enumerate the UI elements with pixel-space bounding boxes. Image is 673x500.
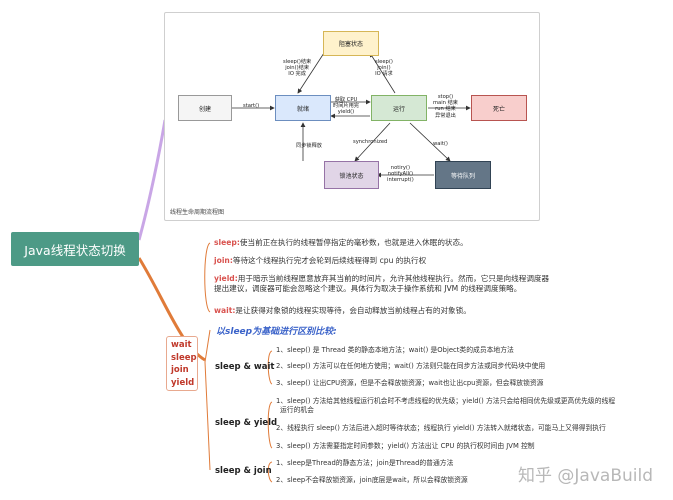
- state-running-label: 运行: [392, 105, 405, 113]
- state-dead-label: 死亡: [492, 105, 505, 113]
- label-running-blocked: sleep() join() IO 请求: [375, 59, 393, 78]
- item-line: 1、sleep() 方法给其他线程运行机会时不考虑线程的优先级；yield() …: [276, 397, 616, 405]
- branch-to-diagram: [137, 119, 167, 241]
- group-sleep-yield: sleep & yield: [215, 418, 278, 428]
- state-waiting-label: 等待队列: [450, 172, 475, 180]
- item-sleep-yield-3: 3、sleep() 方法需要指定时间参数；yield() 方法出让 CPU 的执…: [276, 442, 535, 450]
- label-running-dead: stop() main 结束 run 结束 异常退出: [433, 94, 458, 119]
- state-dead: 死亡: [471, 95, 527, 121]
- label-line: 获取 CPU: [334, 97, 358, 103]
- item-sleep-yield-1: 1、sleep() 方法给其他线程运行机会时不考虑线程的优先级；yield() …: [276, 397, 615, 415]
- diagram-caption: 线程生命周期流程图: [170, 209, 225, 216]
- label-line: IO 请求: [375, 71, 393, 78]
- arrow-running-waiting: [409, 122, 451, 162]
- label-line: run 结束: [435, 106, 456, 113]
- state-blocked: 阻塞状态: [323, 31, 379, 56]
- item-sleep-wait-3: 3、sleep() 让出CPU资源，但是不会释放锁资源；wait也让出cpu资源…: [276, 379, 544, 387]
- label-line: notifyAll(): [387, 171, 414, 178]
- item-line: 运行的机会: [280, 406, 314, 414]
- method-sleep: sleep: [171, 352, 197, 363]
- arrow-running-blocked: [369, 52, 396, 94]
- state-blocked-label: 阻塞状态: [338, 41, 363, 48]
- method-wait: wait: [171, 340, 192, 350]
- label-line: notiry(): [390, 165, 410, 171]
- state-new: 创建: [178, 95, 232, 121]
- label-running-waiting: wait(): [433, 141, 448, 147]
- item-sleep-join-1: 1、sleep是Thread的静态方法；join是Thread的普通方法: [276, 459, 454, 467]
- state-ready: 就绪: [275, 95, 331, 121]
- method-yield: yield: [171, 377, 195, 388]
- label-line: 时间片用完: [333, 103, 359, 110]
- desc-yield: yield:用于暗示当前线程愿意放弃其当前的时间片，允许其他线程执行。然而，它只…: [214, 274, 549, 294]
- desc-text: 使当前正在执行的线程暂停指定的毫秒数，也就是进入休眠的状态。: [239, 238, 468, 247]
- label-locked-ready: 同步锁释放: [296, 143, 322, 149]
- desc-sleep: sleep:使当前正在执行的线程暂停指定的毫秒数，也就是进入休眠的状态。: [214, 238, 468, 248]
- bracket-descriptions: [204, 242, 211, 313]
- label-line: yield(): [337, 109, 355, 116]
- arrow-running-locked: [354, 122, 391, 162]
- diagram-arrows: [231, 52, 471, 178]
- state-running: 运行: [371, 95, 427, 121]
- desc-join: join:等待这个线程执行完才会轮到后续线程得到 cpu 的执行权: [214, 256, 426, 266]
- state-locked: 锁池状态: [324, 161, 379, 189]
- desc-text: 等待这个线程执行完才会轮到后续线程得到 cpu 的执行权: [232, 256, 427, 265]
- label-running-locked: synchronized: [353, 139, 388, 145]
- label-ready-running: 获取 CPU 时间片用完 yield(): [333, 97, 359, 116]
- label-line: sleep(): [375, 59, 393, 65]
- arrow-blocked-ready: [297, 52, 325, 94]
- method-join: join: [171, 365, 189, 375]
- state-new-label: 创建: [198, 105, 211, 113]
- label-line: main 结束: [433, 100, 458, 107]
- desc-key: yield:: [214, 274, 238, 283]
- lifecycle-diagram-panel: 阻塞状态 创建 就绪 运行 死亡 锁池状态 等待队列 start() sleep…: [164, 12, 540, 221]
- label-line: join(): [377, 65, 391, 72]
- bracket-groups: [204, 329, 211, 471]
- label-waiting-locked: notiry() notifyAll() interrupt(): [387, 165, 414, 184]
- watermark: 知乎 @JavaBuild: [518, 466, 653, 486]
- state-waiting: 等待队列: [435, 161, 491, 189]
- desc-text: 提出建议，调度器可能会忽略这个建议。具体行为取决于操作系统和 JVM 的线程调度…: [214, 284, 522, 293]
- item-sleep-wait-1: 1、sleep() 是 Thread 类的静态本地方法；wait() 是Obje…: [276, 346, 514, 354]
- group-sleep-wait: sleep & wait: [215, 362, 275, 372]
- state-locked-label: 锁池状态: [339, 172, 364, 180]
- item-sleep-join-2: 2、sleep不会释放锁资源，join底层是wait，所以会释放锁资源: [276, 476, 468, 484]
- label-line: join()结束: [285, 65, 310, 72]
- desc-key: wait:: [214, 306, 236, 315]
- label-line: 异常退出: [435, 112, 456, 119]
- desc-wait: wait:是让获得对象锁的线程实现等待，会自动释放当前线程占有的对象锁。: [214, 306, 471, 316]
- group-sleep-join: sleep & join: [215, 466, 272, 476]
- state-ready-label: 就绪: [296, 105, 309, 113]
- label-line: stop(): [437, 94, 454, 100]
- label-blocked-ready: sleep()结束 join()结束 IO 完成: [283, 59, 311, 78]
- compare-title: 以sleep为基础进行区别比较:: [216, 327, 337, 337]
- desc-key: join:: [214, 256, 233, 265]
- label-line: sleep()结束: [283, 59, 312, 65]
- item-sleep-yield-2: 2、线程执行 sleep() 方法后进入超时等待状态；线程执行 yield() …: [276, 424, 606, 432]
- desc-text: 是让获得对象锁的线程实现等待，会自动释放当前线程占有的对象锁。: [235, 306, 471, 315]
- desc-key: sleep:: [214, 238, 240, 247]
- label-new-ready: start(): [243, 103, 260, 109]
- desc-text: 用于暗示当前线程愿意放弃其当前的时间片，允许其他线程执行。然而，它只是向线程调度…: [237, 274, 550, 283]
- label-line: IO 完成: [288, 71, 306, 78]
- item-sleep-wait-2: 2、sleep() 方法可以在任何地方使用；wait() 方法则只能在同步方法或…: [276, 362, 546, 370]
- label-line: interrupt(): [387, 177, 414, 184]
- methods-box: wait sleep join yield: [166, 336, 198, 391]
- root-topic: Java线程状态切换: [11, 232, 139, 266]
